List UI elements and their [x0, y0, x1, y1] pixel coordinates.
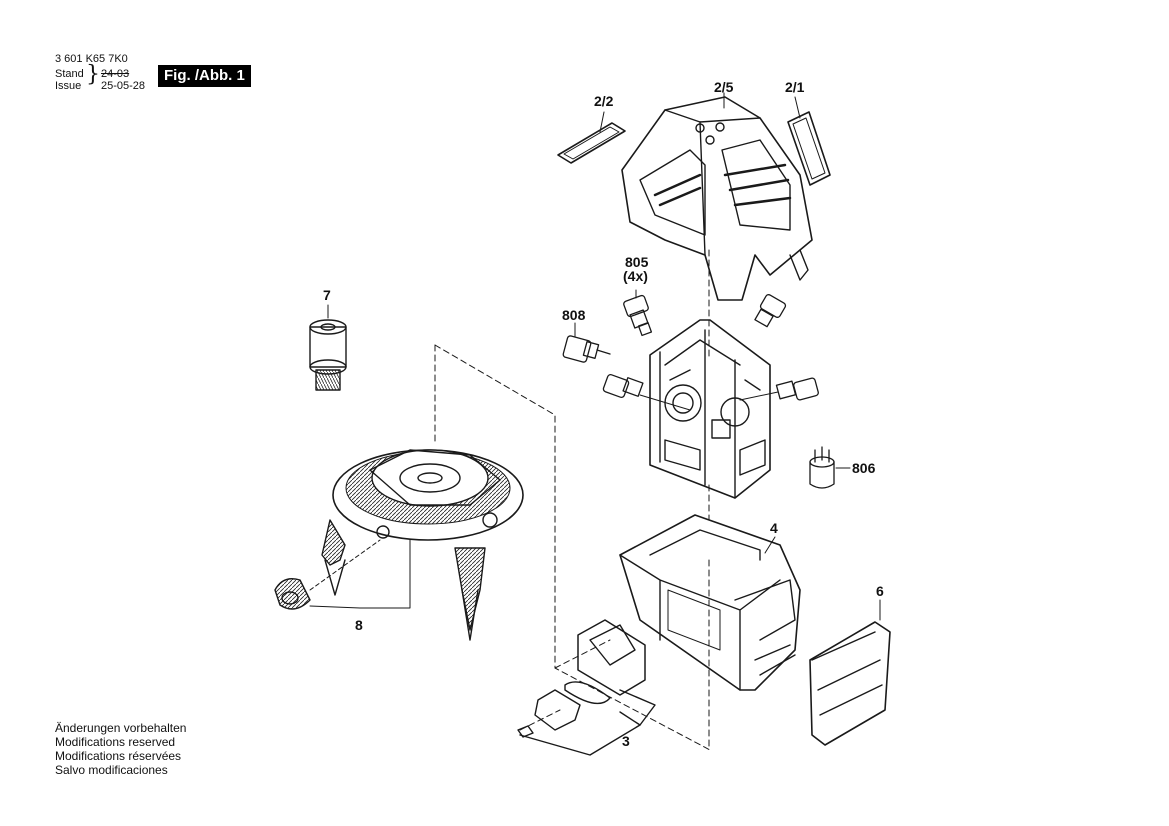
inner-chassis	[649, 319, 771, 499]
adapter-7	[309, 304, 347, 391]
battery-cover-parts	[517, 619, 656, 756]
callout-6: 6	[876, 583, 884, 599]
callout-8: 8	[355, 617, 363, 633]
callout-2-2: 2/2	[594, 93, 614, 109]
laser-module-805	[602, 289, 819, 411]
notice-line-fr: Modifications réservées	[55, 749, 182, 763]
modifications-notice: Änderungen vorbehalten Modifications res…	[55, 721, 186, 777]
notice-line-en: Modifications reserved	[55, 735, 176, 749]
notice-line-es: Salvo modificaciones	[55, 763, 168, 777]
figure-badge: Fig. /Abb. 1	[158, 65, 251, 87]
notice-line-de: Änderungen vorbehalten	[55, 721, 187, 735]
callout-7: 7	[323, 287, 331, 303]
callout-4: 4	[770, 520, 778, 536]
rotating-base	[274, 449, 524, 641]
issue-value: 25-05-28	[101, 80, 146, 92]
base-housing	[619, 514, 801, 691]
part-number: 3 601 K65 7K0	[55, 53, 128, 65]
callout-2-1: 2/1	[785, 79, 805, 95]
callout-805-qty: (4x)	[623, 268, 648, 284]
callout-808: 808	[562, 307, 586, 323]
issue-label: Issue	[55, 80, 82, 92]
housing-cover	[621, 92, 813, 301]
stand-value: 24-03	[101, 68, 130, 80]
callout-806: 806	[852, 460, 876, 476]
callout-3: 3	[622, 733, 630, 749]
label-plate-2-2	[557, 111, 626, 164]
assembly-guide-lines	[434, 249, 711, 751]
stand-label: Stand	[55, 68, 84, 80]
callout-2-5: 2/5	[714, 79, 734, 95]
side-cap	[809, 599, 891, 746]
part-806	[809, 446, 851, 489]
brace-icon: }	[86, 62, 100, 87]
label-plate-2-1	[787, 96, 831, 186]
callout-805: 805	[625, 254, 649, 270]
module-808	[562, 322, 611, 363]
